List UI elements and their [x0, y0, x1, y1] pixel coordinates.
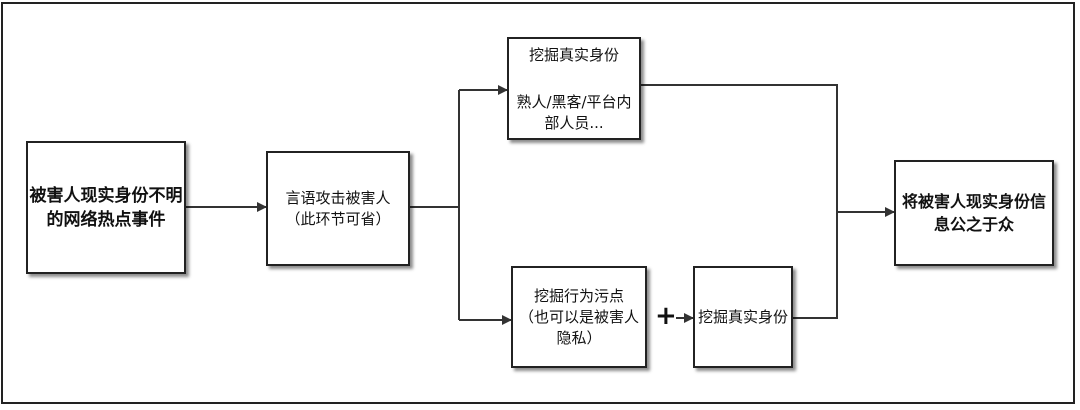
node-start-line-1: 被害人现实身份不明: [29, 185, 183, 206]
node-dig-identity-top-title: 挖掘真实身份: [528, 46, 619, 64]
node-publish-identity: 将被害人现实身份信 息公之于众: [894, 160, 1054, 266]
node-dig-identity-bottom-line-1: 挖掘真实身份: [697, 307, 788, 326]
node-start-line-2: 的网络热点事件: [46, 209, 166, 230]
node-verbal-attack: 言语攻击被害人 （此环节可省）: [266, 151, 410, 266]
node-dig-behavior-line-2: （也可以是被害人: [518, 307, 639, 326]
node-dig-behavior-line-1: 挖掘行为污点: [533, 286, 624, 305]
diagram-frame: [1, 2, 1075, 404]
node-dig-identity-top: 挖掘真实身份 熟人/黑客/平台内 部人员...: [507, 37, 641, 140]
node-start-event: 被害人现实身份不明 的网络热点事件: [26, 141, 186, 274]
node-attack-line-1: 言语攻击被害人: [285, 188, 391, 207]
node-publish-line-1: 将被害人现实身份信: [901, 192, 1046, 211]
connector-bottom-merge: [793, 212, 838, 319]
node-dig-behavior-line-3: 隐私）: [556, 328, 602, 347]
node-dig-identity-top-line-2: 部人员...: [544, 114, 604, 132]
connector-top-merge: [641, 84, 838, 212]
plus-symbol: +: [655, 301, 677, 331]
node-publish-line-2: 息公之于众: [933, 215, 1014, 234]
node-dig-behavior: 挖掘行为污点 （也可以是被害人 隐私）: [511, 266, 647, 368]
node-attack-line-2: （此环节可省）: [285, 209, 391, 228]
node-dig-identity-bottom: 挖掘真实身份: [693, 266, 793, 368]
node-dig-identity-top-line-1: 熟人/黑客/平台内: [516, 93, 632, 111]
